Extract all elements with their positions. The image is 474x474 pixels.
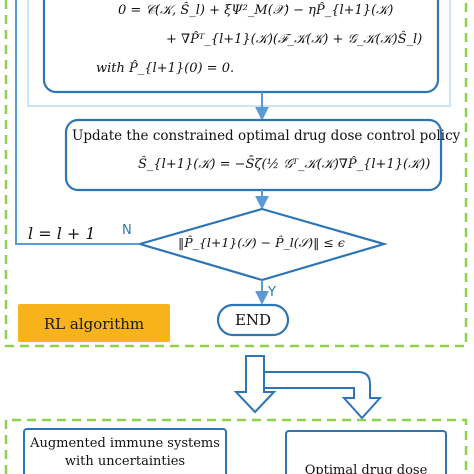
no-branch-label: N <box>122 223 132 238</box>
hollow-arrow-down <box>233 355 277 414</box>
update-policy-title: Update the constrained optimal drug dose… <box>72 128 461 144</box>
equation-line-1: 0 = 𝒞(𝒦, Ŝ_l) + ξΨ²_M(𝒳) − ηP̂_{l+1}(𝒦) <box>118 3 394 18</box>
decision-condition: ‖P̂_{l+1}(𝒮) − P̂_l(𝒮)‖ ≤ ϵ <box>178 235 345 250</box>
rl-algorithm-label-box: RL algorithm <box>18 304 170 342</box>
rl-algorithm-label: RL algorithm <box>43 315 145 333</box>
equation-line-3: with P̂_{l+1}(0) = 0. <box>96 61 235 76</box>
equation-box <box>42 0 440 94</box>
hollow-arrow-elbow <box>263 371 383 420</box>
rl-algorithm-frame <box>4 0 468 348</box>
immune-system-line-2: with uncertainties <box>64 454 186 469</box>
bottom-dashed-frame <box>4 418 468 474</box>
optimal-dose-box <box>285 430 447 474</box>
yes-branch-label: Y <box>268 285 276 300</box>
loop-counter-label: l = l + 1 <box>28 224 96 243</box>
end-label: END <box>234 311 272 329</box>
inner-outline <box>27 0 451 107</box>
end-terminator <box>216 303 290 337</box>
immune-system-line-1: Augmented immune systems <box>30 436 220 451</box>
update-policy-formula: Ŝ_{l+1}(𝒦) = −S̄ζ(½ 𝒢ᵀ_𝒦(𝒦)∇P̂_{l+1}(𝒦)) <box>138 157 431 172</box>
immune-system-box <box>23 428 227 474</box>
equation-line-2: + ∇P̂ᵀ_{l+1}(𝒦)(ℱ_𝒦(𝒦) + 𝒢_𝒦(𝒦)Ŝ_l) <box>166 32 423 47</box>
update-policy-box <box>64 118 443 192</box>
optimal-dose-label: Optimal drug dose <box>304 463 428 474</box>
loop-back-line <box>15 0 140 245</box>
